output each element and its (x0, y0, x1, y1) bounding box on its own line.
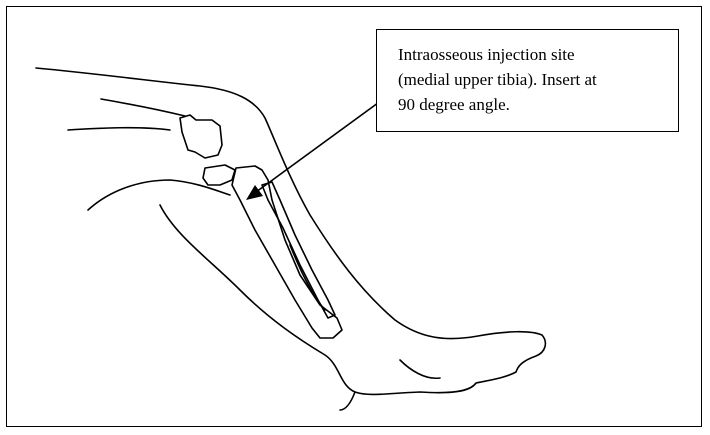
ankle-line (400, 360, 440, 378)
arrow-head (246, 185, 263, 200)
patella (203, 165, 235, 185)
pointer-line (256, 100, 382, 192)
callout-line-1: Intraosseous injection site (398, 42, 666, 67)
femur-condyle (180, 115, 222, 158)
thigh-lower-line (101, 99, 185, 116)
callout-line-3: 90 degree angle. (398, 92, 666, 117)
injection-site-callout: Intraosseous injection site (medial uppe… (376, 29, 679, 132)
thigh-inner-line (68, 128, 170, 130)
callout-line-2: (medial upper tibia). Insert at (398, 67, 666, 92)
heel-line (340, 392, 355, 410)
